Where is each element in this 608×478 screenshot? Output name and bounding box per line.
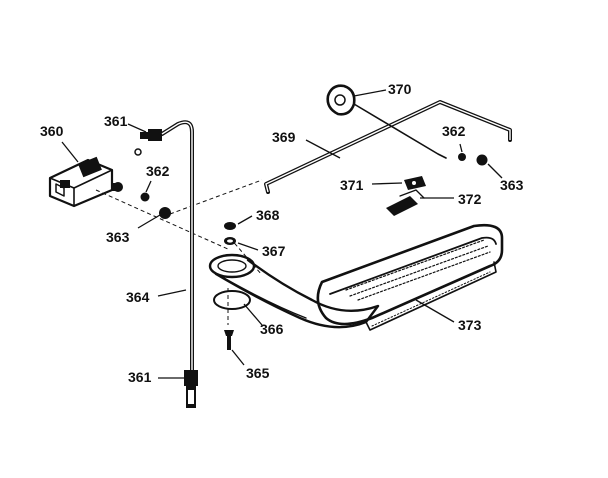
callout-361-top: 361: [104, 113, 128, 129]
callout-370: 370: [388, 81, 412, 97]
part-366-gasket: [213, 290, 251, 310]
callout-373: 373: [458, 317, 482, 333]
callout-368: 368: [256, 207, 280, 223]
part-369-bracket: [264, 100, 512, 194]
part-363-nut-left: [159, 207, 171, 219]
part-372-bracket: [386, 189, 425, 216]
leader-lines: [61, 89, 503, 379]
part-367-orifice: [224, 237, 236, 245]
part-365-screw: [224, 330, 234, 350]
callout-372: 372: [458, 191, 482, 207]
assembly-dashed-lines: [95, 179, 263, 325]
callout-366: 366: [260, 321, 284, 337]
part-364-gas-tube: [160, 120, 194, 374]
callout-369: 369: [272, 129, 296, 145]
callout-labels: 360 361 361 362 362 363 363 364 365 366 …: [40, 81, 524, 385]
part-361-fitting-bottom: [184, 370, 198, 408]
callout-362-right: 362: [442, 123, 466, 139]
part-362-washer-right: [458, 153, 466, 161]
part-360-valve: [48, 156, 123, 208]
callout-363-left: 363: [106, 229, 130, 245]
callout-371: 371: [340, 177, 364, 193]
part-370-thermocouple: [326, 84, 447, 159]
callout-363-right: 363: [500, 177, 524, 193]
callout-360: 360: [40, 123, 64, 139]
callout-361-bottom: 361: [128, 369, 152, 385]
part-368-washer: [224, 222, 236, 230]
part-362-washer-left: [140, 192, 150, 202]
part-361-fitting-top: [134, 129, 162, 156]
callout-362-left: 362: [146, 163, 170, 179]
callout-364: 364: [126, 289, 150, 305]
callout-367: 367: [262, 243, 286, 259]
part-373-burner: [208, 223, 504, 331]
part-371-clip: [404, 176, 426, 190]
callout-365: 365: [246, 365, 270, 381]
part-363-nut-right: [476, 154, 488, 166]
